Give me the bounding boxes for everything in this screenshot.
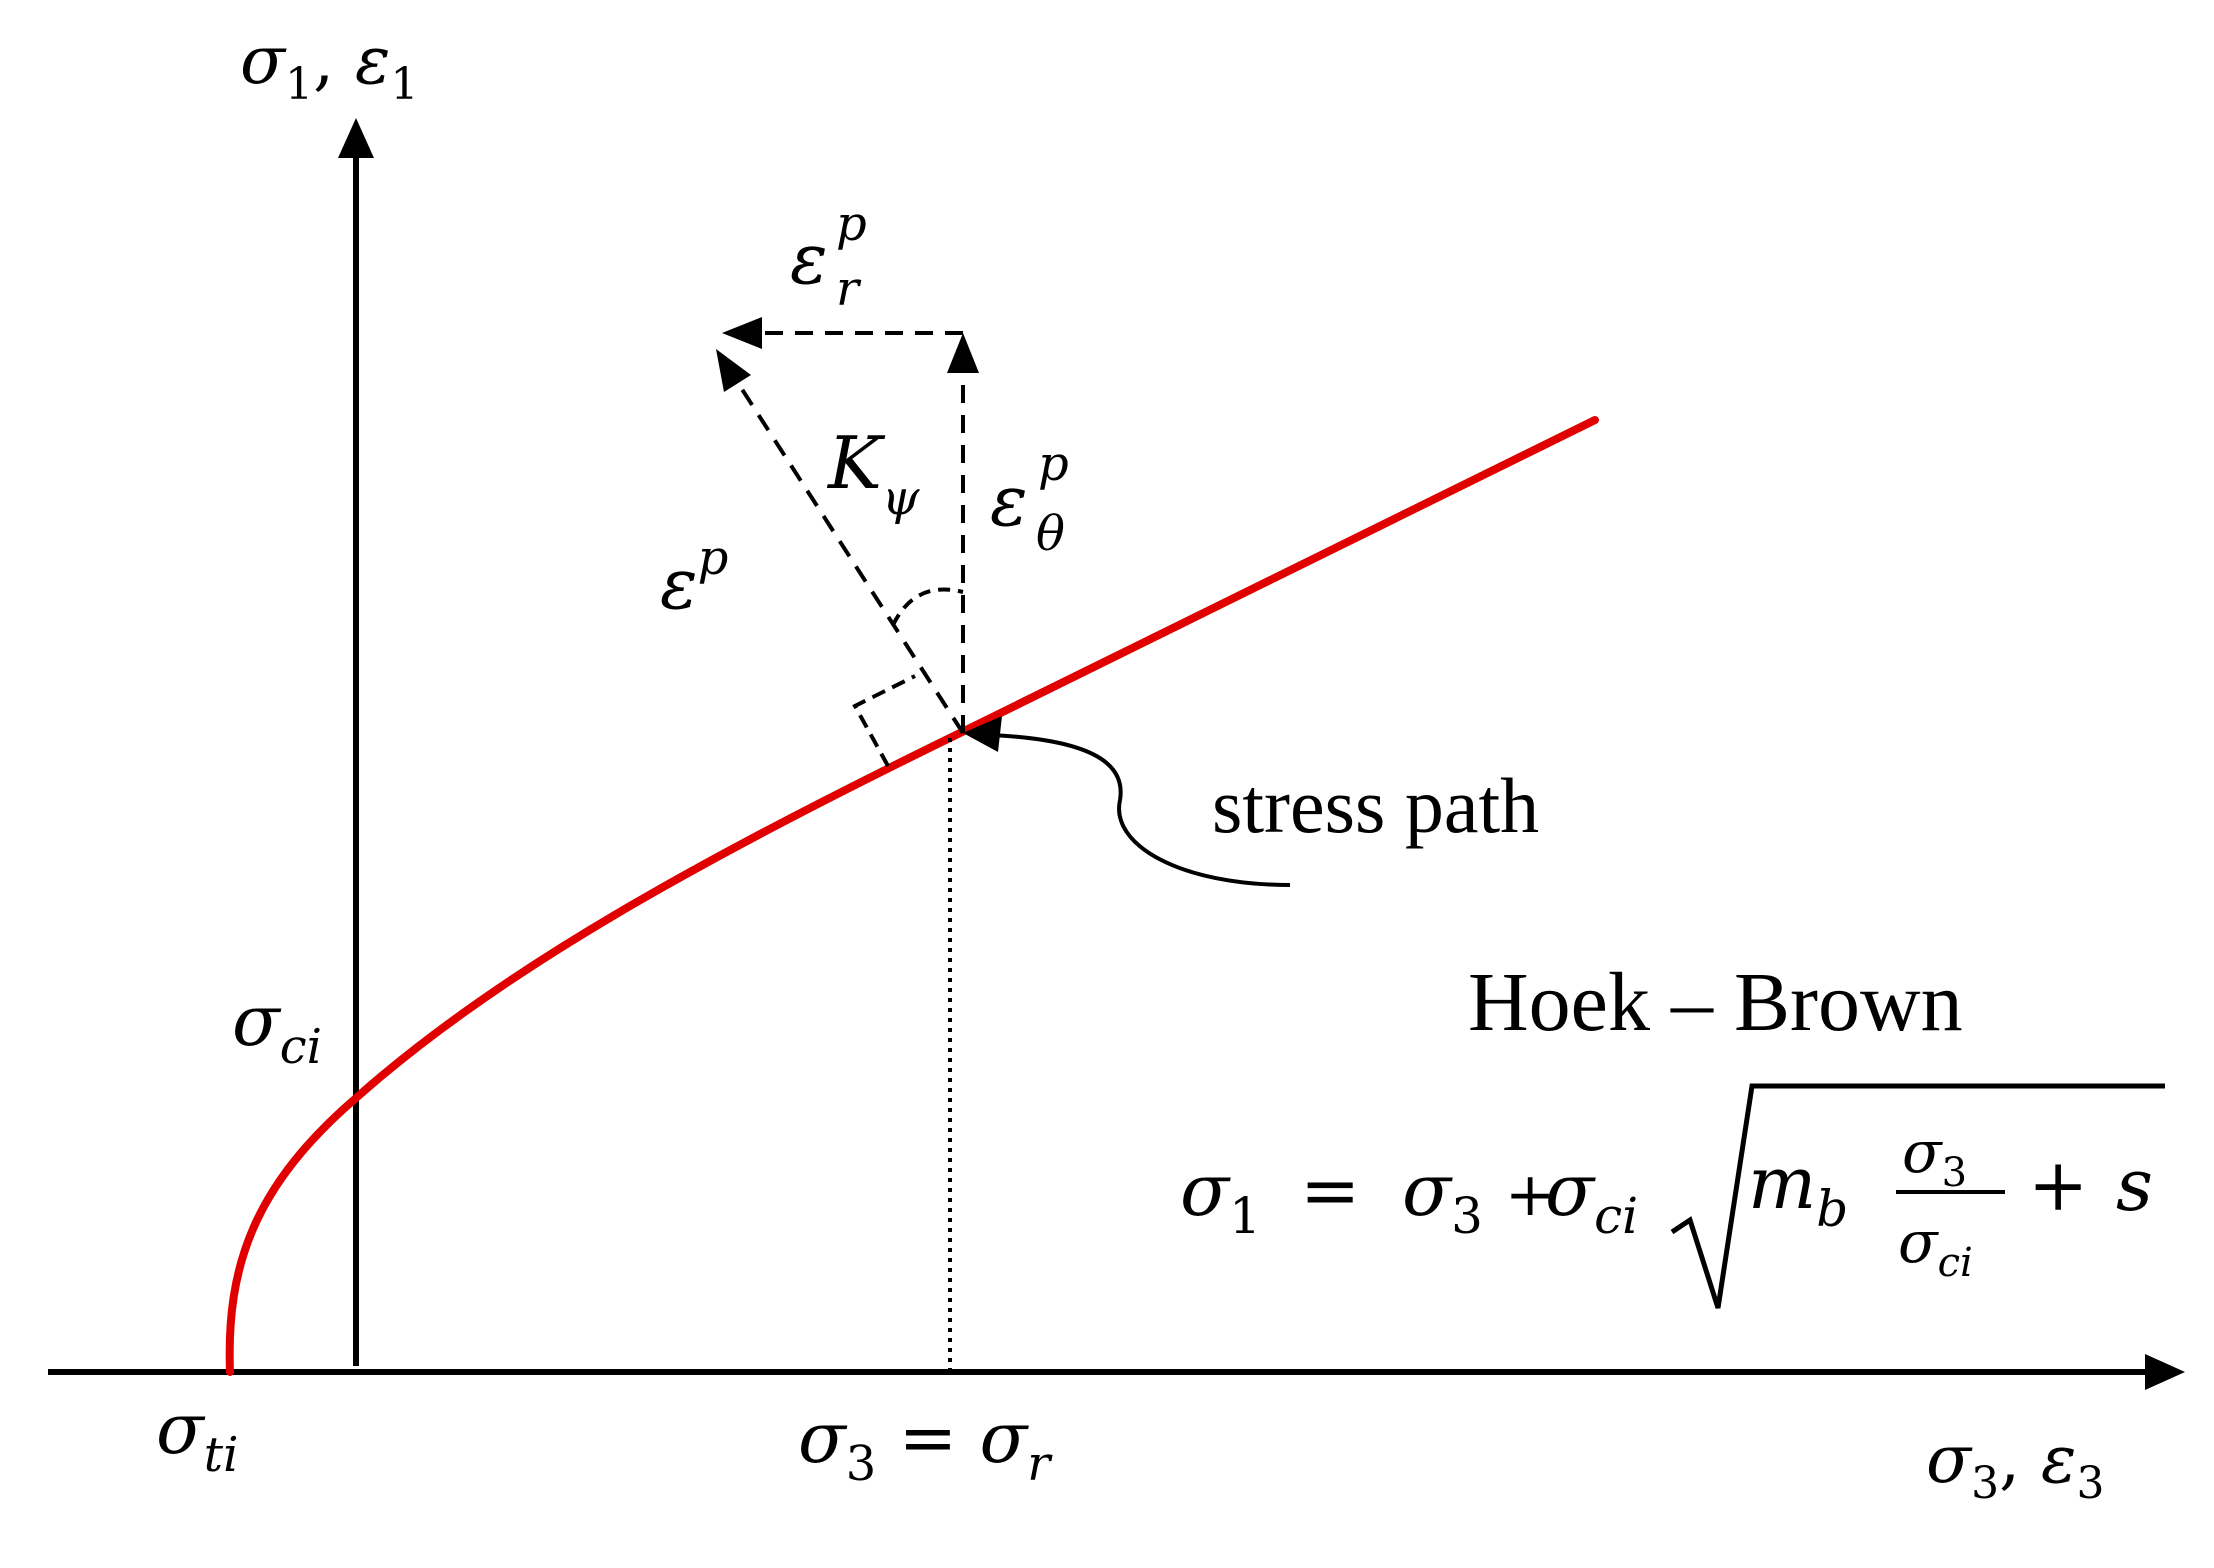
sigma3-equals-sigma-r-label: σ3 = σr (798, 1397, 1053, 1492)
plastic-strain-r-superscript: p (836, 196, 867, 252)
right-angle-marker (852, 674, 916, 767)
plastic-strain-total-vector (736, 381, 965, 735)
formula-plus-1: + (1505, 1160, 1555, 1230)
formula-equals: = (1300, 1148, 1360, 1232)
plastic-strain-theta-arrowhead (947, 333, 979, 373)
hoek-brown-curve (225, 416, 1599, 1376)
plastic-strain-total-label: εp (660, 530, 728, 625)
plastic-strain-theta-label: ε (990, 460, 1028, 542)
x-axis-arrowhead (2145, 1354, 2185, 1390)
sigma-ci-label: σci (232, 980, 322, 1075)
formula-fraction-numerator: σ3 (1902, 1118, 1967, 1196)
plastic-strain-total-arrowhead (716, 349, 751, 392)
stress-path-label: stress path (1212, 762, 1539, 849)
formula-term-sigma-ci: σci (1545, 1148, 1638, 1245)
plastic-strain-theta-subscript: θ (1036, 506, 1065, 562)
square-root-sign (1670, 1083, 2165, 1309)
y-axis-arrowhead (338, 118, 374, 158)
plastic-strain-r-subscript: r (836, 261, 862, 317)
plastic-strain-r-label: ε (790, 218, 828, 300)
formula-plus-2: + (2028, 1143, 2088, 1227)
plastic-strain-theta-superscript: p (1038, 436, 1069, 492)
formula-left-side: σ1 (1180, 1148, 1261, 1245)
dilatancy-angle-arc (891, 587, 964, 626)
stress-path-leader (989, 733, 1291, 887)
hoek-brown-formula: σ1 = σ3 + σci mb σ3 σci + s (1180, 1083, 2165, 1309)
formula-fraction-denominator: σci (1898, 1208, 1973, 1286)
k-psi-label: Kψ (826, 421, 921, 526)
x-axis-label: σ3, ε3 (1926, 1421, 2104, 1509)
hoek-brown-label: Hoek – Brown (1468, 956, 1963, 1049)
formula-s: s (2116, 1143, 2153, 1227)
formula-m-b: mb (1748, 1141, 1848, 1238)
sigma-ti-label: σti (156, 1388, 238, 1483)
y-axis-label: σ1, ε1 (240, 22, 418, 110)
formula-term-sigma3: σ3 (1402, 1148, 1483, 1245)
plastic-strain-r-arrowhead (722, 317, 762, 349)
stress-path-arrowhead (963, 716, 1002, 752)
